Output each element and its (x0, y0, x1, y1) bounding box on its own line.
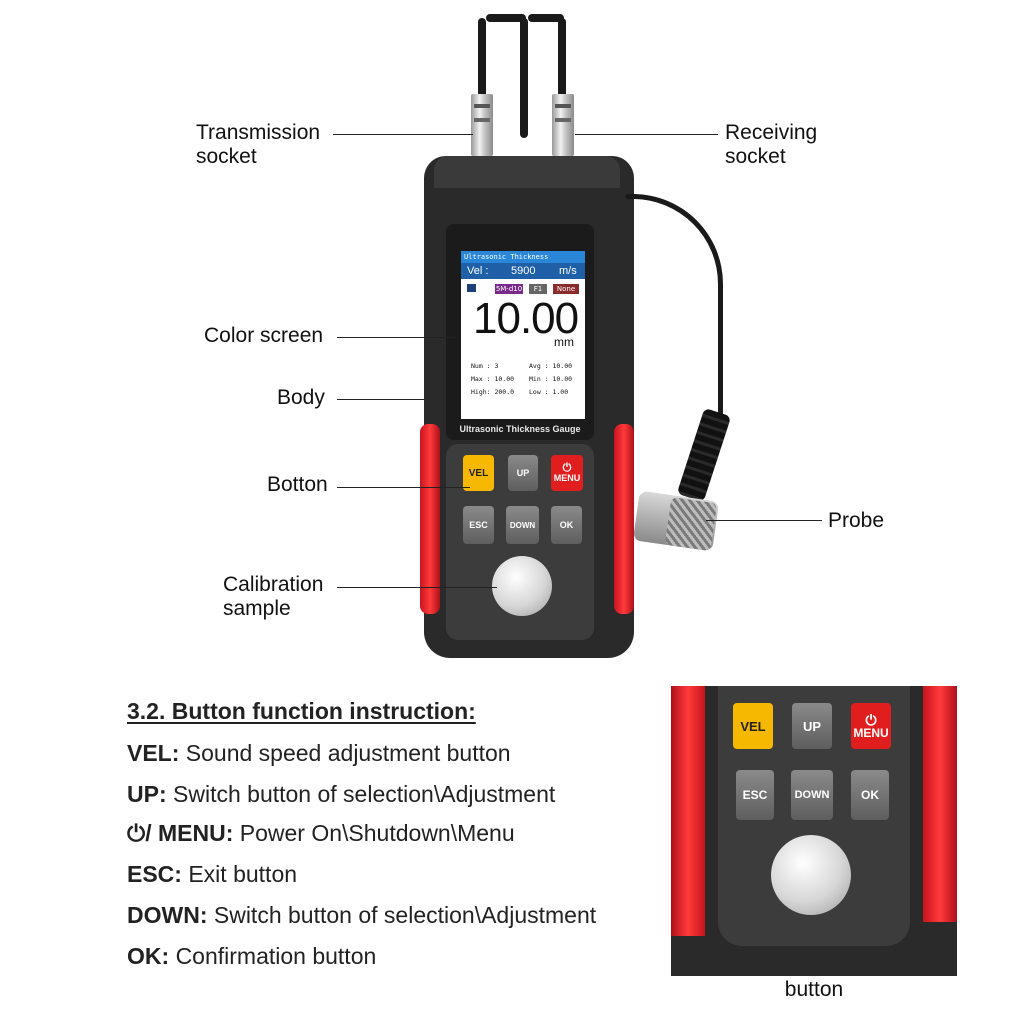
instruction-desc: Switch button of selection\Adjustment (173, 781, 556, 807)
zoom-power-menu-button[interactable]: ⏻ MENU (851, 703, 891, 749)
stat-num: Num : 3 (471, 362, 499, 370)
instruction-ok: OK: Confirmation button (127, 943, 376, 970)
thickness-unit: mm (554, 335, 574, 349)
vel-label: Vel : (467, 265, 489, 277)
power-icon: ⏻ (127, 820, 146, 846)
menu-label: MENU (553, 473, 581, 483)
center-cable (520, 18, 528, 138)
probe-tag: 5M-d10 (495, 284, 523, 294)
instruction-menu: ⏻/ MENU: Power On\Shutdown\Menu (127, 820, 515, 847)
right-red-grip (614, 424, 634, 614)
instruction-esc: ESC: Exit button (127, 861, 297, 888)
instruction-key: DOWN: (127, 902, 208, 928)
callout-transmission-line2: socket (196, 145, 257, 168)
callout-body: Body (277, 386, 325, 409)
instruction-down: DOWN: Switch button of selection\Adjustm… (127, 902, 596, 929)
instructions-heading: 3.2. Button function instruction: (127, 698, 476, 724)
receiving-socket (552, 94, 574, 156)
callout-receiving-line1: Receiving (725, 121, 818, 144)
mode-tag: None (553, 284, 579, 294)
vel-unit: m/s (559, 265, 577, 277)
stat-avg: Avg : 10.00 (529, 362, 573, 370)
callout-color-screen: Color screen (204, 324, 324, 347)
leader-transmission (333, 134, 473, 135)
zoom-vel-button[interactable]: VEL (733, 703, 773, 749)
callout-calibration-line2: sample (223, 597, 291, 620)
transmission-cable (478, 18, 486, 98)
zoom-menu-label: MENU (853, 726, 889, 740)
callout-receiving: Receiving socket (725, 121, 817, 169)
up-button[interactable]: UP (508, 455, 538, 491)
instruction-key: VEL: (127, 740, 180, 766)
callout-receiving-line2: socket (725, 145, 786, 168)
left-red-grip (420, 424, 440, 614)
instruction-desc: Power On\Shutdown\Menu (239, 820, 515, 846)
thickness-reading: 10.00 (473, 294, 579, 343)
instruction-vel: VEL: Sound speed adjustment button (127, 740, 511, 767)
calibration-sample (492, 556, 552, 616)
transmission-cable-loop (486, 14, 526, 22)
zoom-up-button[interactable]: UP (792, 703, 832, 749)
callout-calibration: Calibration sample (223, 573, 323, 621)
receiving-cable-loop (528, 14, 564, 22)
receiving-cable (558, 18, 566, 98)
instruction-key: / MENU: (145, 820, 234, 846)
instruction-key: ESC: (127, 861, 182, 887)
callout-calibration-line1: Calibration (223, 573, 324, 596)
instruction-key: OK: (127, 943, 170, 969)
leader-color-screen (337, 337, 455, 338)
instruction-desc: Exit button (188, 861, 298, 887)
probe-knurl (664, 497, 718, 551)
callout-transmission: Transmission socket (196, 121, 320, 169)
zoom-left-red-grip (671, 686, 705, 936)
leader-receiving (575, 134, 718, 135)
callout-probe: Probe (828, 509, 885, 532)
screen-title: Ultrasonic Thickness (461, 251, 585, 263)
velocity-row: Vel : 5900 m/s (461, 263, 585, 279)
zoom-calibration-sample (771, 835, 851, 915)
vel-value: 5900 (511, 265, 536, 277)
stat-low: Low : 1.00 (529, 388, 569, 396)
power-menu-button[interactable]: ⏻ MENU (551, 455, 583, 491)
filter-tag: F1 (529, 284, 547, 294)
zoom-down-button[interactable]: DOWN (791, 770, 833, 820)
vel-button[interactable]: VEL (463, 455, 494, 491)
callout-botton: Botton (267, 473, 328, 496)
model-label: Ultrasonic Thickness Gauge (459, 424, 581, 434)
instruction-up: UP: Switch button of selection\Adjustmen… (127, 781, 555, 808)
leader-botton (337, 487, 470, 488)
transmission-socket (471, 94, 493, 156)
stat-max: Max : 10.00 (471, 375, 515, 383)
zoom-caption: button (784, 978, 844, 1001)
zoom-esc-button[interactable]: ESC (736, 770, 774, 820)
esc-button[interactable]: ESC (463, 506, 494, 544)
stat-min: Min : 10.00 (529, 375, 573, 383)
stat-high: High: 200.0 (471, 388, 515, 396)
callout-transmission-line1: Transmission (196, 121, 321, 144)
zoom-ok-button[interactable]: OK (851, 770, 889, 820)
color-screen: Ultrasonic Thickness Vel : 5900 m/s 5M-d… (461, 251, 585, 419)
power-icon: ⏻ (865, 712, 877, 728)
device-top (434, 156, 620, 188)
instruction-desc: Sound speed adjustment button (185, 740, 511, 766)
leader-probe (706, 520, 822, 521)
instruction-key: UP: (127, 781, 167, 807)
zoom-right-red-grip (923, 686, 957, 922)
probe-icon (467, 284, 476, 292)
instruction-desc: Confirmation button (175, 943, 377, 969)
down-button[interactable]: DOWN (506, 506, 539, 544)
leader-body (337, 399, 425, 400)
power-icon: ⏻ (562, 462, 572, 474)
ok-button[interactable]: OK (551, 506, 582, 544)
probe-cable (626, 194, 723, 439)
leader-calibration (337, 587, 497, 588)
instruction-desc: Switch button of selection\Adjustment (213, 902, 597, 928)
